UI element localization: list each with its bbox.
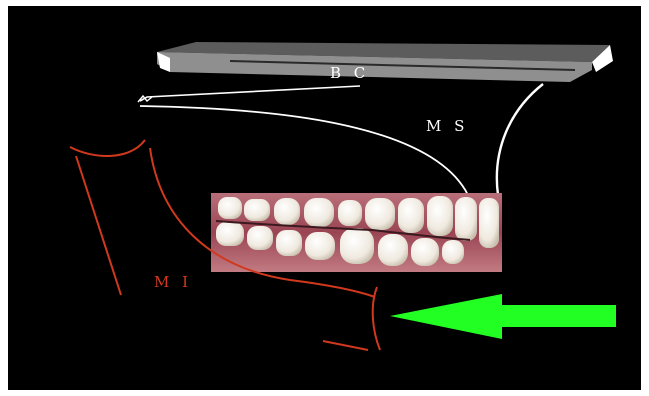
label-ms: M S bbox=[426, 117, 468, 135]
upper-wire-curve bbox=[140, 106, 468, 195]
bite-bar bbox=[157, 42, 613, 82]
forward-pointing-arrow bbox=[390, 294, 616, 339]
upper-wire-vertical bbox=[497, 84, 543, 195]
label-mi: M I bbox=[154, 273, 192, 291]
teeth-photo bbox=[211, 193, 502, 272]
label-bc: B C bbox=[330, 64, 369, 82]
lower-outline-chin bbox=[373, 287, 380, 350]
upper-suspension-wire bbox=[138, 84, 543, 195]
upper-wire-top bbox=[140, 86, 360, 101]
lower-outline-bottom bbox=[323, 341, 368, 350]
lower-outline-left-line bbox=[76, 156, 121, 295]
lower-outline-upper-arc bbox=[70, 140, 145, 156]
